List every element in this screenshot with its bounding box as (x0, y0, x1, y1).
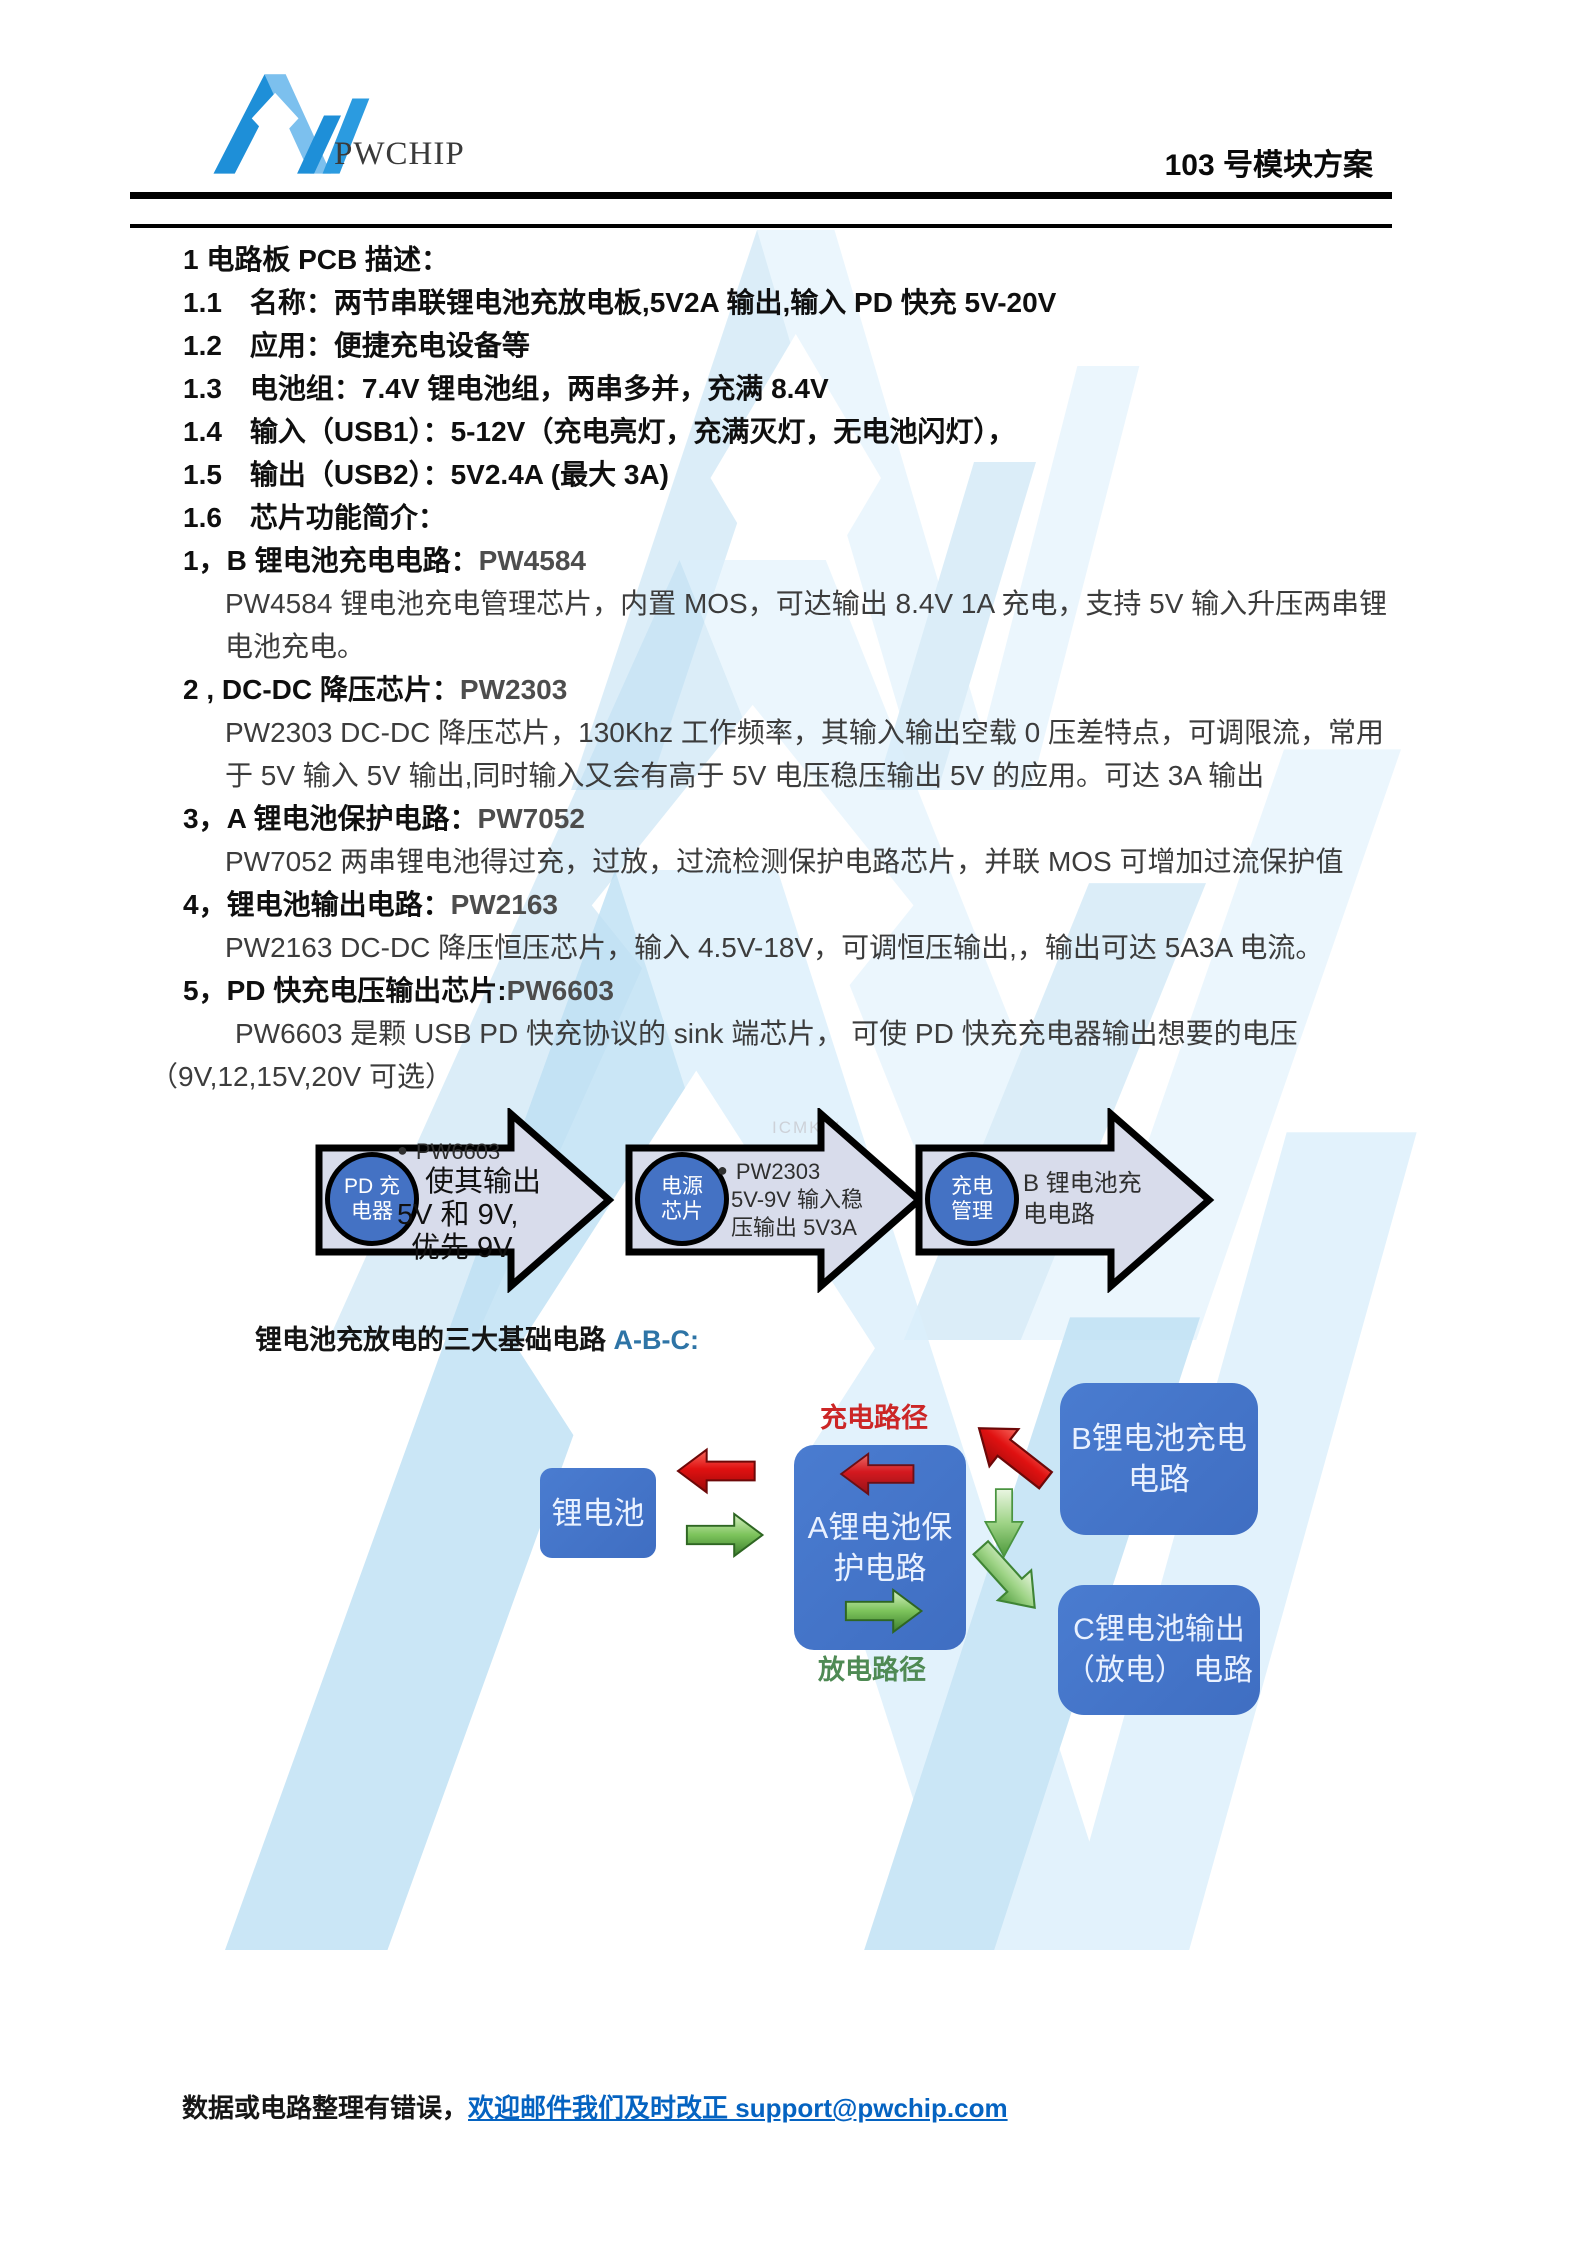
section-heading: 2 , DC-DC 降压芯片：PW2303 (130, 668, 1470, 711)
discharge-arrow-diagonal-icon (972, 1539, 1036, 1609)
section-body-line: PW6603 是颗 USB PD 快充协议的 sink 端芯片， 可使 PD 快… (235, 1018, 1298, 1049)
section-body-line: PW2303 DC-DC 降压芯片，130Khz 工作频率，其输入输出空载 0 … (225, 717, 1385, 748)
flow-circle-power-chip: 电源 芯片 (635, 1152, 729, 1246)
flow-line: 优先 9V (411, 1232, 513, 1264)
circle-label: 芯片 (661, 1200, 703, 1223)
charge-circuit-box: B锂电池充电 电路 (1060, 1383, 1258, 1535)
flow-note: ● PW6603 (397, 1136, 602, 1166)
document-body: 1 电路板 PCB 描述： 1.1 名称：两节串联锂电池充放电板,5V2A 输出… (130, 238, 1470, 1098)
chip-name: PW4584 (478, 545, 586, 576)
section-title: 4，锂电池输出电路： (183, 889, 451, 920)
discharge-path-label: 放电路径 (818, 1655, 926, 1685)
section-body-line: 于 5V 输入 5V 输出,同时输入又会有高于 5V 电压稳压输出 5V 的应用… (225, 760, 1265, 791)
header-rule-thin (130, 224, 1392, 228)
box-label: C锂电池输出 (1073, 1613, 1245, 1646)
flow-line: 使其输出 (425, 1166, 542, 1198)
intro-line: 1 电路板 PCB 描述： (183, 244, 450, 275)
header-rule-thick (130, 192, 1392, 199)
discharge-arrow-right-icon (685, 1512, 765, 1558)
circle-label: 充电 (951, 1175, 993, 1198)
chip-name: PW7052 (477, 803, 585, 834)
chip-name: PW2303 (459, 674, 568, 705)
footer-text: 数据或电路整理有错误， (182, 2093, 469, 2123)
circle-label: 管理 (951, 1200, 993, 1223)
output-circuit-box: C锂电池输出 （放电） 电路 (1058, 1585, 1260, 1715)
chip-name: PW6603 (506, 975, 614, 1006)
box-label: 电路 (1128, 1462, 1190, 1497)
section-body-line: （9V,12,15V,20V 可选） (150, 1061, 454, 1092)
section-heading: 3，A 锂电池保护电路：PW7052 (130, 797, 1470, 840)
support-email-link[interactable]: 欢迎邮件我们及时改正 support@pwchip.com (468, 2093, 1008, 2123)
box-label: A锂电池保 (807, 1509, 953, 1545)
bullet-icon: ● (397, 1140, 408, 1160)
section-heading: 1，B 锂电池充电电路：PW4584 (130, 539, 1470, 582)
box-label: 锂电池 (551, 1495, 645, 1531)
flow-line: 电电路 (1023, 1201, 1095, 1228)
caption-text: 锂电池充放电的三大基础电路 (255, 1325, 614, 1355)
bullet-icon: ● (717, 1160, 728, 1180)
discharge-arrow-inside-icon (844, 1588, 924, 1634)
intro-line: 1.1 名称：两节串联锂电池充放电板,5V2A 输出,输入 PD 快充 5V-2… (183, 287, 1057, 318)
battery-box: 锂电池 (540, 1468, 656, 1558)
charge-arrow-left-icon (676, 1447, 756, 1495)
box-label: （放电） 电路 (1064, 1654, 1254, 1687)
section-title: 3，A 锂电池保护电路： (183, 803, 478, 834)
intro-line: 1.5 输出（USB2）：5V2.4A (最大 3A) (183, 459, 669, 490)
box-label: B锂电池充电 (1071, 1421, 1247, 1456)
flow-chip: PW2303 (735, 1159, 821, 1184)
flow-circle-charge-mgmt: 充电 管理 (925, 1152, 1019, 1246)
flow-chip: PW6603 (415, 1139, 501, 1164)
circle-label: 电源 (661, 1175, 703, 1198)
section-title: 5，PD 快充电压输出芯片: (183, 975, 507, 1006)
flow-step-pd-charger: PD 充 电器 ● PW6603 使其输出 5V 和 9V, 优先 9V (315, 1108, 615, 1293)
flow-line: B 锂电池充 (1023, 1170, 1142, 1197)
section-heading: 5，PD 快充电压输出芯片:PW6603 (130, 969, 1470, 1012)
intro-line: 1.2 应用：便捷充电设备等 (183, 330, 530, 361)
footer-note: 数据或电路整理有错误，欢迎邮件我们及时改正 support@pwchip.com (182, 2088, 1008, 2125)
chip-name: PW2163 (450, 889, 558, 920)
flow-line: 压输出 5V3A (731, 1215, 857, 1240)
brand-text: PWCHIP (334, 136, 465, 172)
intro-line: 1.3 电池组：7.4V 锂电池组，两串多并，充满 8.4V (183, 373, 829, 404)
caption-abc: A-B-C: (613, 1325, 699, 1355)
pwchip-logo-icon (213, 74, 370, 174)
charge-arrow-inside-icon (839, 1452, 915, 1496)
flow-line: 5V 和 9V, (397, 1199, 519, 1231)
box-label: 护电路 (833, 1550, 927, 1586)
flow-step-charge-mgmt: 充电 管理 B 锂电池充 电电路 (915, 1108, 1215, 1293)
flow-note: ● PW2303 (717, 1156, 917, 1186)
flow-step-power-chip: 电源 芯片 ● PW2303 5V-9V 输入稳 压输出 5V3A (625, 1108, 925, 1293)
section-body-line: PW2163 DC-DC 降压恒压芯片，输入 4.5V-18V，可调恒压输出,，… (225, 932, 1324, 963)
charge-path-label: 充电路径 (820, 1403, 928, 1433)
circle-label: 电器 (351, 1200, 393, 1223)
intro-line: 1.6 芯片功能简介： (183, 502, 446, 533)
circle-label: PD 充 (343, 1175, 400, 1198)
flow-line: 5V-9V 输入稳 (731, 1187, 864, 1212)
section-body-line: PW7052 两串锂电池得过充，过放，过流检测保护电路芯片，并联 MOS 可增加… (225, 846, 1344, 877)
section-body-line: 电池充电。 (225, 631, 366, 662)
page-title: 103 号模块方案 (1164, 149, 1373, 182)
intro-line: 1.4 输入（USB1）：5-12V（充电亮灯，充满灭灯，无电池闪灯）， (183, 416, 1016, 447)
section-title: 2 , DC-DC 降压芯片： (183, 674, 460, 705)
section-body-line: PW4584 锂电池充电管理芯片，内置 MOS，可达输出 8.4V 1A 充电，… (225, 588, 1388, 619)
section-title: 1，B 锂电池充电电路： (183, 545, 479, 576)
section-heading: 4，锂电池输出电路：PW2163 (130, 883, 1470, 926)
diagram-caption: 锂电池充放电的三大基础电路 A-B-C: (255, 1318, 699, 1357)
